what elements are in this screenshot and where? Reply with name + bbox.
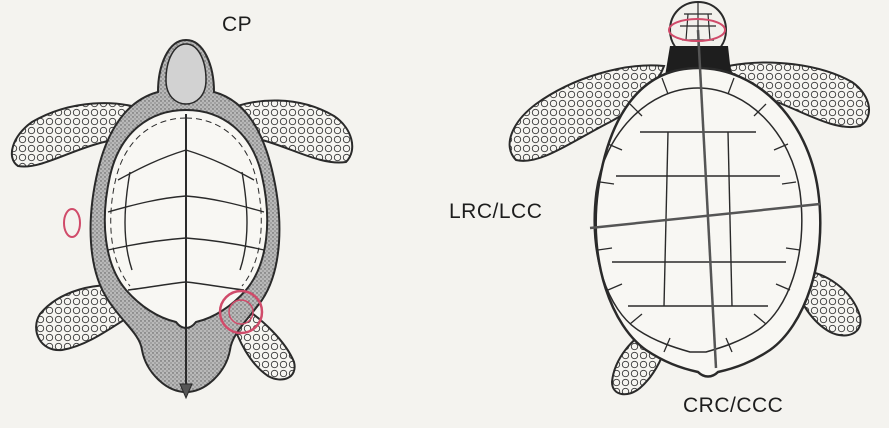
label-lrc-lcc: LRC/LCC (449, 200, 542, 224)
turtle-ventral (12, 40, 352, 398)
marker-oval-left (64, 209, 80, 237)
label-crc-ccc: CRC/CCC (683, 394, 783, 418)
label-cp: CP (222, 13, 252, 37)
turtle-dorsal (510, 2, 869, 394)
head (166, 44, 206, 104)
